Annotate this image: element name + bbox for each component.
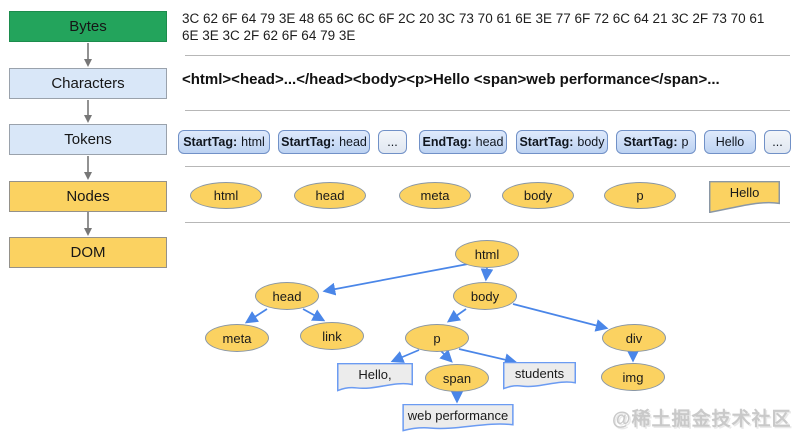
divider: [185, 222, 790, 223]
token-type: StartTag:: [623, 135, 678, 149]
node-ellipse-head: head: [294, 182, 366, 209]
text-node-label: students: [514, 366, 565, 381]
token-ellipsis: ...: [764, 130, 791, 154]
node-ellipse-meta: meta: [399, 182, 471, 209]
token-type: EndTag:: [422, 135, 472, 149]
document-shape-icon: [503, 362, 576, 390]
stage-dom: DOM: [9, 237, 167, 268]
tree-node-head: head: [255, 282, 319, 310]
document-shape-icon: [709, 181, 780, 213]
token-ellipsis: ...: [378, 130, 407, 154]
bytes-hex-line1: 3C 62 6F 64 79 3E 48 65 6C 6C 6F 2C 20 3…: [182, 11, 765, 26]
text-node-label: Hello,: [358, 367, 392, 382]
token-starttag-html: StartTag:html: [178, 130, 270, 154]
divider: [185, 55, 790, 56]
bytes-hex-line2: 6E 3E 3C 2F 62 6F 64 79 3E: [182, 28, 356, 43]
tree-node-meta: meta: [205, 324, 269, 352]
stage-characters: Characters: [9, 68, 167, 99]
tree-textnode-web-performance: web performance: [402, 404, 514, 432]
token-value: ...: [772, 135, 783, 149]
stage-bytes: Bytes: [9, 11, 167, 42]
token-value: Hello: [715, 135, 745, 149]
down-arrow-icon: [84, 100, 92, 123]
down-arrow-icon: [84, 212, 92, 236]
watermark: @稀土掘金技术社区: [612, 409, 792, 430]
tree-node-link: link: [300, 322, 364, 350]
token-value: ...: [387, 135, 398, 149]
token-value: html: [241, 135, 265, 149]
divider: [185, 110, 790, 111]
down-arrow-icon: [84, 43, 92, 67]
token-starttag-head: StartTag:head: [278, 130, 370, 154]
bytes-hex-text: 3C 62 6F 64 79 3E 48 65 6C 6C 6F 2C 20 3…: [182, 10, 796, 44]
node-ellipse-html: html: [190, 182, 262, 209]
stage-tokens: Tokens: [9, 124, 167, 155]
document-shape-icon: [337, 363, 413, 392]
tree-node-img: img: [601, 363, 665, 391]
document-shape-icon: [402, 404, 514, 432]
node-textnode-hello: Hello: [709, 181, 780, 213]
tree-node-div: div: [602, 324, 666, 352]
token-value: head: [475, 135, 504, 149]
token-endtag-head: EndTag:head: [419, 130, 507, 154]
token-value: head: [339, 135, 367, 149]
divider: [185, 166, 790, 167]
node-ellipse-body: body: [502, 182, 574, 209]
stage-nodes: Nodes: [9, 181, 167, 212]
token-starttag-body: StartTag:body: [516, 130, 608, 154]
tree-node-p: p: [405, 324, 469, 352]
tree-node-html: html: [455, 240, 519, 268]
token-value: p: [681, 135, 689, 149]
token-type: StartTag:: [281, 135, 336, 149]
characters-string: <html><head>...</head><body><p>Hello <sp…: [182, 71, 720, 88]
text-node-label: web performance: [407, 408, 509, 423]
tree-node-span: span: [425, 364, 489, 392]
token-value: body: [577, 135, 605, 149]
tree-textnode-hello: Hello,: [337, 363, 413, 392]
token-starttag-p: StartTag:p: [616, 130, 696, 154]
tree-textnode-students: students: [503, 362, 576, 390]
token-text-hello: Hello: [704, 130, 756, 154]
text-node-label: Hello: [729, 185, 760, 200]
token-type: StartTag:: [183, 135, 238, 149]
token-type: StartTag:: [519, 135, 574, 149]
down-arrow-icon: [84, 156, 92, 180]
node-ellipse-p: p: [604, 182, 676, 209]
tree-node-body: body: [453, 282, 517, 310]
